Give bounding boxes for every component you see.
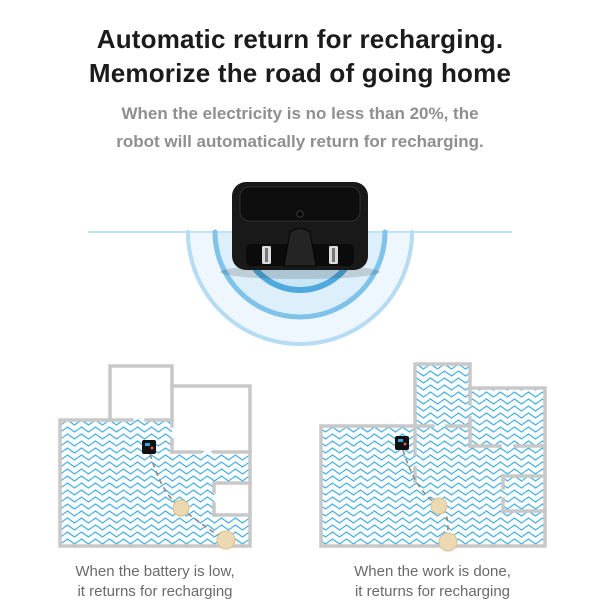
dock-ramp [283,228,317,267]
charging-dock-illustration [0,156,600,356]
caption-right: When the work is done, it returns for re… [354,562,511,600]
dock-icon [395,436,409,450]
caption-left: When the battery is low, it returns for … [75,562,234,600]
headline-line2: Memorize the road of going home [88,58,512,88]
caption-left-line2: it returns for recharging [77,583,233,600]
subtitle: When the electricity is no less than 20%… [0,100,600,156]
uncleaned-rooms [111,367,249,514]
dock-sensor-dot [296,210,304,218]
caption-right-line1: When the work is done, [354,563,511,580]
headline-line1: Automatic return for recharging. [96,24,504,54]
caption-left-line1: When the battery is low, [75,563,235,580]
charging-contacts [262,246,338,264]
subtitle-line1: When the electricity is no less than 20%… [121,104,479,123]
walls [58,364,252,548]
dock-body [232,182,368,270]
robot-icon [430,497,458,552]
floorplans-row: When the battery is low, it returns for … [0,356,600,600]
dock-icon [142,440,156,454]
floorplan-right: When the work is done, it returns for re… [315,356,550,600]
caption-right-line2: it returns for recharging [354,583,511,600]
subtitle-line2: robot will automatically return for rech… [116,132,484,151]
floorplan-left-diagram [58,364,252,550]
floorplan-right-diagram [319,362,547,552]
dock-signal-graphic [88,182,512,346]
robot-icon [172,499,236,550]
floorplan-left: When the battery is low, it returns for … [50,356,260,600]
headline: Automatic return for recharging. Memoriz… [0,22,600,90]
cleaning-path-fill [321,364,545,546]
